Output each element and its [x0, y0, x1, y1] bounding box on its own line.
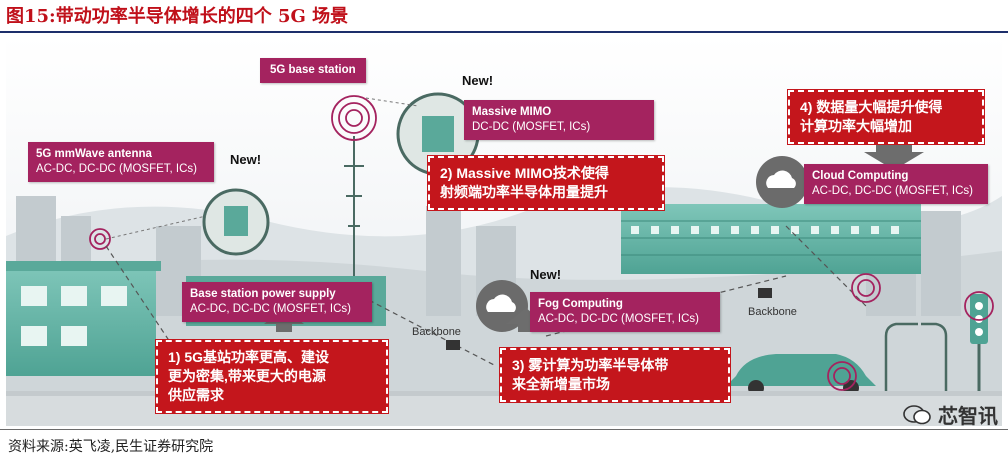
label-massive-mimo: Massive MIMO DC-DC (MOSFET, ICs) [464, 100, 654, 140]
label-cloud-computing: Cloud Computing AC-DC, DC-DC (MOSFET, IC… [804, 164, 988, 204]
scenario-3-line1: 3) 雾计算为功率半导体带 [512, 357, 669, 373]
label-mmwave-antenna: 5G mmWave antenna AC-DC, DC-DC (MOSFET, … [28, 142, 214, 182]
figure-title: 图15:带动功率半导体增长的四个 5G 场景 [6, 6, 349, 27]
cloud-sub: AC-DC, DC-DC (MOSFET, ICs) [812, 185, 973, 197]
scenario-4-line1: 4) 数据量大幅提升使得 [800, 99, 943, 115]
scenario-2-line1: 2) Massive MIMO技术使得 [440, 165, 609, 181]
scenario-illustration: 5G base station 5G mmWave antenna AC-DC,… [6, 36, 1002, 426]
label-fog-computing: Fog Computing AC-DC, DC-DC (MOSFET, ICs) [530, 292, 720, 332]
new-marker-mmwave: New! [230, 152, 262, 167]
new-marker-fog: New! [530, 267, 562, 282]
scenario-3-box: 3) 雾计算为功率半导体带 来全新增量市场 [499, 347, 731, 403]
power-sub: AC-DC, DC-DC (MOSFET, ICs) [190, 303, 351, 315]
watermark: 芯智讯 [902, 400, 998, 429]
scenario-1-box: 1) 5G基站功率更高、建设 更为密集,带来更大的电源 供应需求 [155, 339, 389, 414]
mimo-title: Massive MIMO [472, 106, 552, 118]
scenario-3-line2: 来全新增量市场 [512, 376, 610, 392]
fog-sub: AC-DC, DC-DC (MOSFET, ICs) [538, 313, 699, 325]
watermark-text: 芯智讯 [938, 406, 998, 428]
fog-title: Fog Computing [538, 298, 623, 310]
backbone-label-left: Backbone [412, 326, 461, 338]
title-rule [0, 31, 1008, 33]
base-station-tower [344, 136, 364, 286]
mimo-sub: DC-DC (MOSFET, ICs) [472, 121, 591, 133]
datacenter-building [621, 204, 921, 274]
house-building [6, 261, 161, 376]
backbone-label-right: Backbone [748, 306, 797, 318]
label-base-station-power: Base station power supply AC-DC, DC-DC (… [182, 282, 372, 322]
mmwave-sub: AC-DC, DC-DC (MOSFET, ICs) [36, 163, 197, 175]
source-rule [0, 429, 1008, 430]
scenario-1-line3: 供应需求 [168, 387, 224, 403]
scenario-1-line1: 1) 5G基站功率更高、建设 [168, 349, 330, 365]
scenario-4-line2: 计算功率大幅增加 [800, 118, 912, 134]
cloud-title: Cloud Computing [812, 170, 909, 182]
chat-bubble-icon [903, 404, 931, 424]
traffic-light [970, 294, 988, 426]
scenario-1-line2: 更为密集,带来更大的电源 [168, 368, 326, 384]
label-base-station: 5G base station [260, 58, 366, 83]
power-title: Base station power supply [190, 288, 336, 300]
scenario-2-box: 2) Massive MIMO技术使得 射频端功率半导体用量提升 [427, 155, 665, 211]
scenario-2-line2: 射频端功率半导体用量提升 [440, 184, 608, 200]
figure-source: 资料来源:英飞凌,民生证券研究院 [8, 439, 214, 455]
new-marker-mimo: New! [462, 73, 494, 88]
mmwave-title: 5G mmWave antenna [36, 148, 152, 160]
scenario-4-box: 4) 数据量大幅提升使得 计算功率大幅增加 [787, 89, 985, 145]
